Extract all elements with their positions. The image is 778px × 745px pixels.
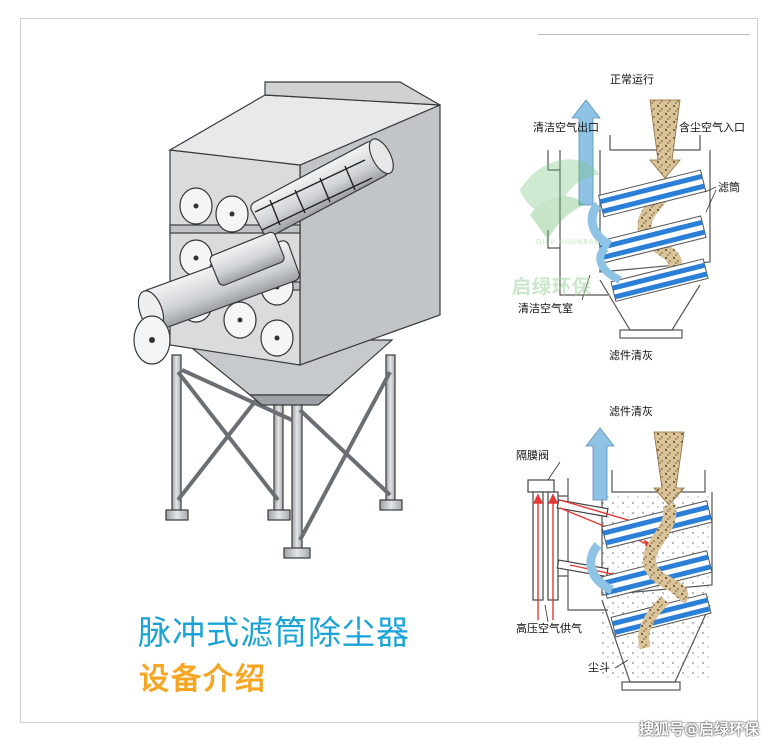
bottom-diagram-heading: 滤件清灰	[609, 405, 653, 418]
label-filter-cartridge: 滤筒	[718, 181, 740, 194]
logo-text: 启绿环保	[512, 276, 593, 298]
dust-collector-illustration	[133, 81, 441, 559]
top-diagram-heading: 正常运行	[610, 73, 654, 86]
label-dust-hopper: 尘斗	[588, 661, 610, 674]
logo-subtext: QILV HUANBAO	[536, 238, 602, 246]
page-frame	[20, 18, 758, 723]
label-dusty-air-inlet: 含尘空气入口	[679, 121, 745, 134]
label-clean-air-outlet: 清洁空气出口	[533, 121, 599, 134]
schematic-pulse-cleaning	[527, 427, 713, 691]
label-caption-cleaning: 滤件清灰	[609, 349, 653, 362]
title-line-1: 脉冲式滤筒除尘器	[138, 613, 410, 652]
label-clean-air-chamber: 清洁空气室	[518, 302, 573, 315]
label-high-pressure-air: 高压空气供气	[516, 622, 582, 635]
watermark: 搜狐号@启绿环保	[639, 720, 760, 738]
top-rule	[538, 34, 750, 35]
logo-leaf-icon	[520, 159, 600, 240]
title-line-2: 设备介绍	[139, 662, 267, 697]
schematic-normal-operation	[547, 99, 717, 339]
label-diaphragm-valve: 隔膜阀	[516, 449, 549, 462]
